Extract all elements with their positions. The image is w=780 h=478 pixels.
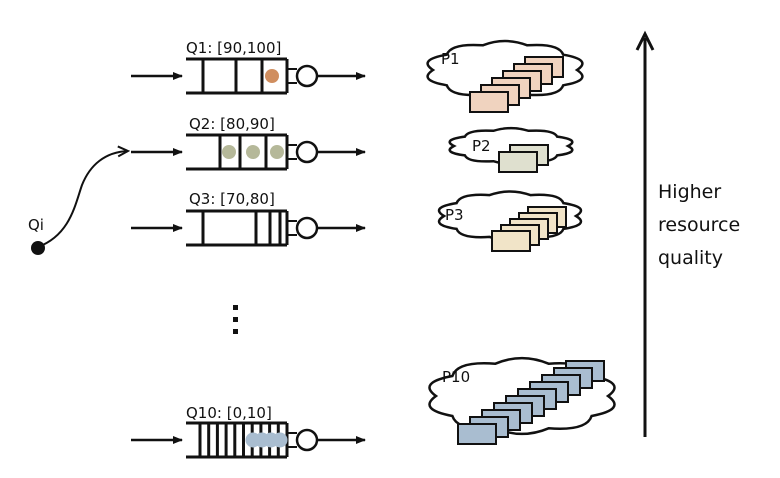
queue-label-q10: Q10: [0,10]: [186, 404, 272, 422]
queue-label-q1: Q1: [90,100]: [186, 39, 281, 57]
server-icon: [295, 428, 319, 452]
queued-item: [222, 145, 236, 159]
server-icon: [295, 216, 319, 240]
ellipsis-icon: [233, 305, 238, 334]
resource-pool-p10: P10: [428, 356, 616, 445]
incoming-query-arrow: [37, 151, 128, 248]
queued-item: [272, 432, 288, 448]
resource-server: [457, 423, 497, 445]
queued-item: [265, 69, 279, 83]
resource-pool-p3: P3: [437, 190, 583, 252]
server-icon: [295, 140, 319, 164]
axis-label-line-2: resource: [658, 214, 740, 236]
pool-label: P3: [445, 206, 464, 224]
server-icon: [295, 64, 319, 88]
queued-item: [246, 145, 260, 159]
axis-label-line-3: quality: [658, 247, 723, 269]
pool-label: P10: [442, 368, 470, 386]
queue-q10: [131, 421, 366, 459]
resource-pool-p2: P2: [448, 126, 574, 173]
queue-label-q3: Q3: [70,80]: [189, 190, 275, 208]
resource-server: [498, 151, 538, 173]
queued-item: [270, 145, 284, 159]
incoming-query-dot: [31, 241, 45, 255]
incoming-query-label: Qi: [28, 216, 44, 234]
resource-server: [469, 91, 509, 113]
resource-pool-p1: P1: [426, 39, 584, 113]
pool-label: P2: [472, 137, 491, 155]
queue-label-q2: Q2: [80,90]: [189, 115, 275, 133]
queue-q3: [131, 209, 366, 247]
quality-axis-arrowhead-icon: [635, 30, 655, 51]
queue-q2: [131, 133, 366, 171]
pool-label: P1: [441, 50, 460, 68]
axis-label-line-1: Higher: [658, 181, 721, 203]
resource-server: [491, 230, 531, 252]
queue-q1: [131, 57, 366, 95]
